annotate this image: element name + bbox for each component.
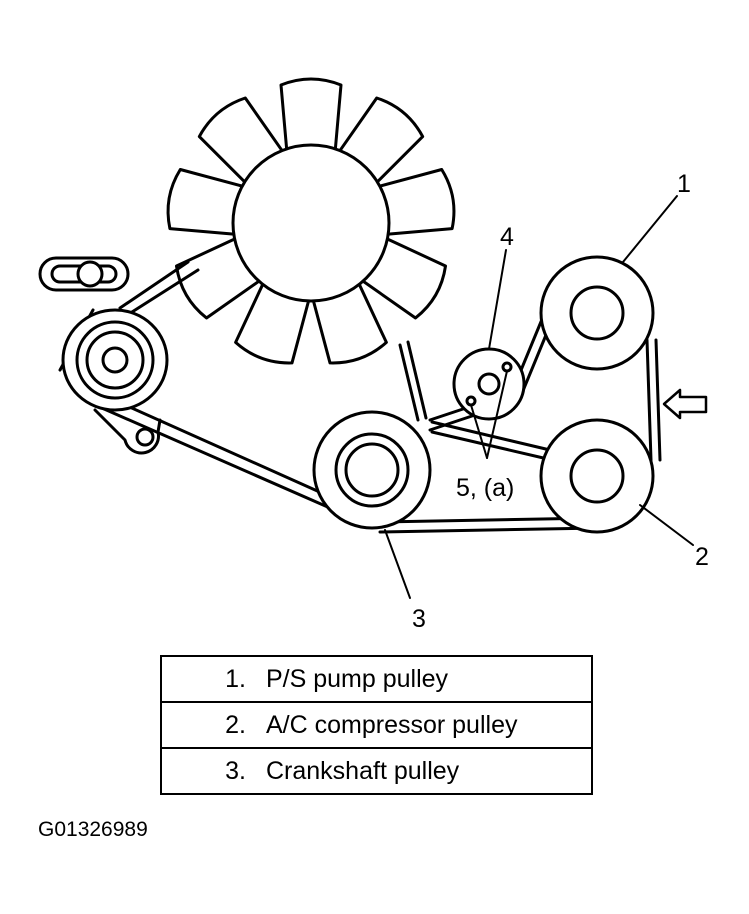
callout-4: 4 <box>500 223 514 251</box>
legend-label: Crankshaft pulley <box>266 756 460 785</box>
callout-3: 3 <box>412 605 426 633</box>
legend-table: 1. P/S pump pulley 2. A/C compressor pulley… <box>160 655 593 795</box>
ac-compressor-pulley <box>539 418 655 534</box>
tensioner-bracket <box>38 256 130 292</box>
legend-label: A/C compressor pulley <box>266 710 518 739</box>
callout-5: 5, (a) <box>456 474 514 502</box>
figure-id: G01326989 <box>38 818 148 841</box>
ps-pump-pulley <box>539 255 655 371</box>
legend-row: 2. A/C compressor pulley <box>160 701 593 749</box>
check-point-arrow <box>662 388 708 420</box>
fan-blade <box>374 167 456 236</box>
legend-label: P/S pump pulley <box>266 664 449 693</box>
fan-blade <box>279 77 343 155</box>
legend-row: 1. P/S pump pulley <box>160 655 593 703</box>
crankshaft-pulley <box>312 410 432 530</box>
legend-row: 3. Crankshaft pulley <box>160 747 593 795</box>
alternator-pulley <box>61 308 169 455</box>
callout-2: 2 <box>695 543 709 571</box>
fan-blade <box>166 167 248 236</box>
fan-blade <box>310 279 388 365</box>
leader-lines <box>384 195 694 599</box>
cooling-fan <box>166 77 456 365</box>
legend-number: 2. <box>225 710 246 739</box>
fan-blade <box>234 279 312 365</box>
idler-pulley <box>452 347 526 421</box>
callout-1: 1 <box>677 170 691 198</box>
legend-number: 1. <box>225 664 246 693</box>
legend-number: 3. <box>225 756 246 785</box>
